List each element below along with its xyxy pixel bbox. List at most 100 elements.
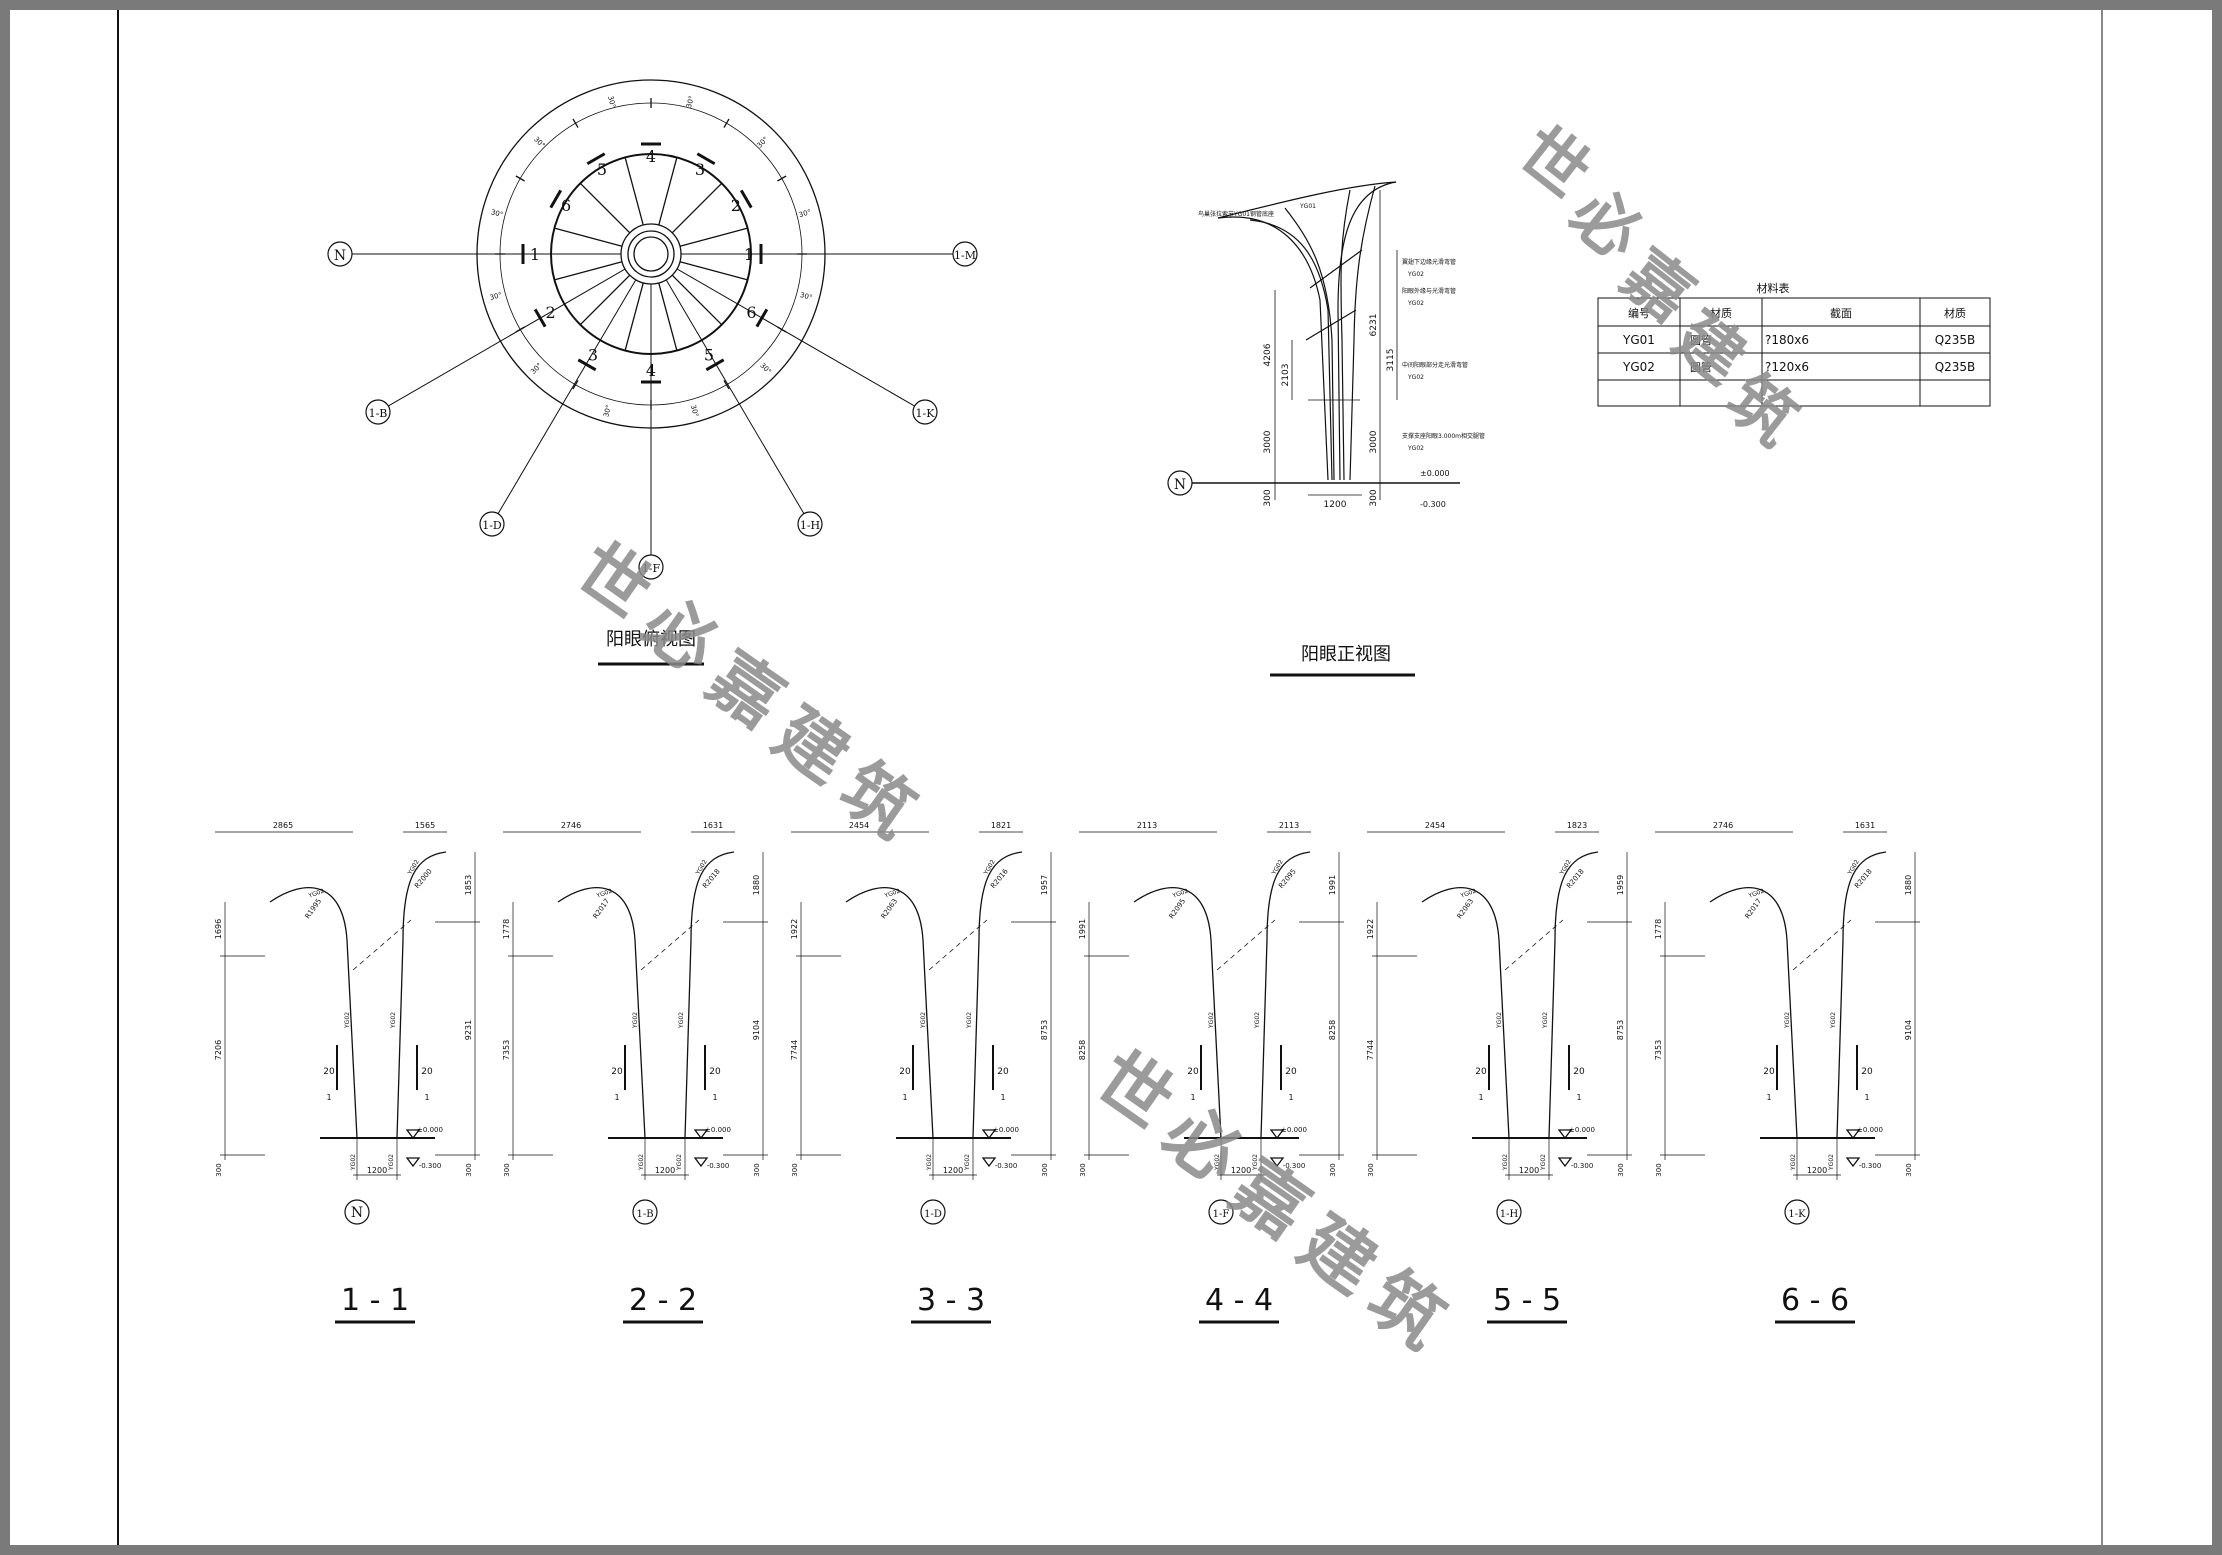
- section-top-dim-left: 2113: [1137, 821, 1157, 830]
- section-cut-mark: [577, 358, 597, 372]
- plan-spoke: [579, 274, 631, 326]
- section-member-tag: YG02: [1846, 858, 1861, 876]
- section-radius-left: R2063: [880, 897, 900, 920]
- plan-angle-label: 30°: [799, 291, 813, 302]
- section-4: [1079, 831, 1344, 1180]
- plan-tick: [572, 118, 579, 128]
- section-axis-label: N: [351, 1205, 363, 1221]
- level-marker: [405, 1129, 421, 1140]
- plan-spoke: [624, 282, 644, 351]
- section-top-dim-right: 1823: [1567, 821, 1587, 830]
- section-slope-value: 20: [1285, 1067, 1297, 1077]
- plan-tick: [572, 380, 579, 390]
- plan-axis-line: [388, 268, 626, 407]
- table-cell: 圆管: [1690, 333, 1712, 347]
- axis-bubble-1-D: 1-D: [479, 511, 505, 537]
- section-dimensions: [791, 831, 1056, 1180]
- section-top-dim-left: 2454: [1425, 821, 1445, 830]
- section-axis-bubble: [1784, 1199, 1810, 1225]
- section-slope-value: 20: [997, 1067, 1009, 1077]
- section-right-member: [1836, 851, 1887, 1139]
- section-level-bottom: -0.300: [1571, 1162, 1594, 1170]
- section-title: 6 - 6: [1781, 1283, 1849, 1318]
- section-member-tag: YG02: [1558, 858, 1573, 876]
- plan-spoke: [679, 261, 748, 281]
- table-cell: ?120x6: [1765, 360, 1809, 374]
- level-marker: [693, 1129, 709, 1140]
- section-right-member: [972, 851, 1023, 1139]
- section-cut-label: 2: [545, 303, 555, 322]
- elev-dim-right-2: 3115: [1386, 349, 1396, 372]
- section-right-member: [684, 851, 735, 1139]
- section-member-tag: YG02: [982, 858, 997, 876]
- axis-label-N: N: [334, 248, 346, 264]
- elevation-view: [1190, 181, 1460, 500]
- elevation-right-wing: [1337, 181, 1397, 481]
- section-left-member: [1709, 887, 1798, 1139]
- plan-angle-label: 30°: [602, 404, 613, 418]
- section-member-tag: YG02: [694, 858, 709, 876]
- section-dim-left-upper: 1991: [1078, 919, 1087, 939]
- elevation-inner-curve-2: [1284, 207, 1335, 481]
- section-member-tag: YG02: [1270, 858, 1285, 876]
- section-dimensions: [1655, 831, 1920, 1180]
- elev-note-3-code: YG02: [1407, 300, 1424, 307]
- section-left-member: [269, 887, 358, 1139]
- section-dim-left-lower: 8258: [1078, 1040, 1087, 1060]
- level-marker: [693, 1157, 709, 1168]
- section-member-tag: YG02: [638, 1154, 645, 1171]
- section-member-tag: YG02: [964, 1154, 971, 1171]
- elev-dim-bottom: 1200: [1324, 500, 1347, 510]
- section-base-dim: 1200: [367, 1166, 387, 1175]
- plan-axis-line: [665, 279, 805, 514]
- plan-tick: [723, 380, 730, 390]
- section-radius-right: R2095: [1277, 867, 1298, 890]
- axis-bubble-N: N: [327, 241, 353, 267]
- elev-note-5: 支撑支座阳眼3.000m相交腿管: [1402, 432, 1485, 440]
- elevation-brace-2: [1305, 309, 1357, 341]
- section-radius-left: R2063: [1456, 897, 1476, 920]
- axis-label-1-H: 1-H: [800, 519, 820, 532]
- section-dim-right-lower: 8753: [1040, 1020, 1049, 1040]
- plan-spoke: [671, 182, 723, 234]
- section-title: 5 - 5: [1493, 1283, 1561, 1318]
- section-base-dim: 1200: [655, 1166, 675, 1175]
- section-dim-foot-left: 300: [215, 1163, 223, 1176]
- section-2: [503, 831, 768, 1180]
- section-slope-value: 20: [323, 1067, 335, 1077]
- section-dim-right-upper: 1991: [1328, 875, 1337, 895]
- axis-label-1-B: 1-B: [369, 407, 388, 420]
- section-member-tag: YG02: [1254, 1012, 1261, 1029]
- section-axis-bubble: [344, 1199, 370, 1225]
- section-top-dim-right: 1565: [415, 821, 435, 830]
- elevation-left-wing: [1217, 216, 1329, 481]
- section-axis-label: 1-B: [636, 1209, 653, 1220]
- section-slope-unit: 1: [1766, 1093, 1771, 1102]
- plan-tick: [777, 175, 787, 182]
- elev-note-2-code: YG02: [1407, 271, 1424, 278]
- section-right-member: [1260, 851, 1311, 1139]
- elev-dim-left-2: 2103: [1281, 364, 1291, 387]
- section-title: 2 - 2: [629, 1283, 697, 1318]
- elevation-inner-curve-4: [1349, 185, 1376, 481]
- elev-note-3: 阳眼外缘与光滑弯管: [1402, 287, 1456, 295]
- table-header-section: 截面: [1830, 306, 1852, 320]
- section-dim-left-upper: 1778: [502, 919, 511, 939]
- section-slope-value: 20: [1763, 1067, 1775, 1077]
- plan-core-outer: [620, 223, 682, 285]
- section-cut-mark: [755, 308, 769, 328]
- elev-dim-right-3: 3000: [1369, 430, 1379, 453]
- plan-angle-label: 30°: [489, 291, 503, 302]
- section-level-top: ±0.000: [417, 1126, 443, 1134]
- section-level-bottom: -0.300: [707, 1162, 730, 1170]
- plan-spoke: [658, 157, 678, 226]
- section-top-dim-left: 2454: [849, 821, 869, 830]
- section-member-tag: YG02: [1208, 1012, 1215, 1029]
- section-member-tag: YG02: [632, 1012, 639, 1029]
- section-axis-label: 1-H: [1500, 1209, 1519, 1220]
- section-member-tag: YG02: [1502, 1154, 1509, 1171]
- section-right-member: [1548, 851, 1599, 1139]
